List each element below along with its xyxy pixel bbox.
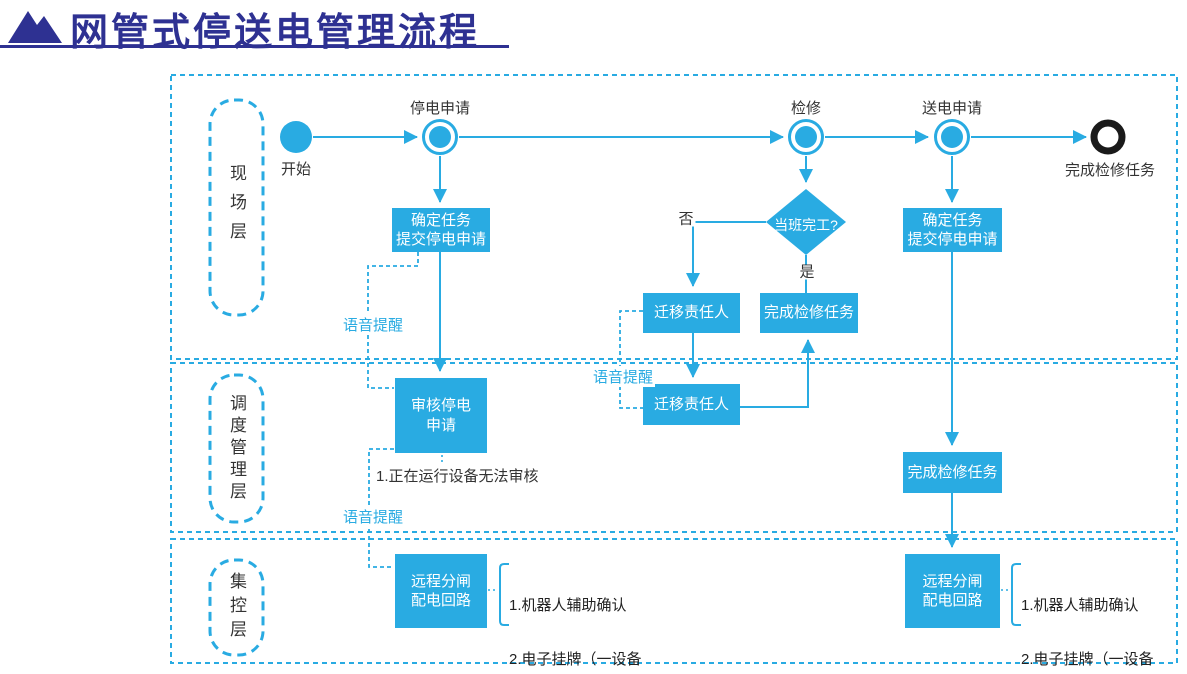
lane-label-dispatch: 调度管理层 <box>227 393 246 504</box>
stop-request-label: 停电申请 <box>409 100 471 117</box>
event-node-stop-request <box>422 119 458 155</box>
lane-label-field: 现场层 <box>227 164 246 251</box>
bracket-right <box>1011 563 1021 626</box>
step-transfer-owner-dispatch: 迁移责任人 <box>643 384 740 425</box>
checklist-right-item-1: 1.机器人辅助确认 <box>1021 597 1139 614</box>
lane-field-label-frame <box>208 98 265 317</box>
lane-label-central: 集控层 <box>227 571 246 644</box>
lane-central-border <box>170 538 1178 664</box>
event-node-send-request <box>934 119 970 155</box>
lane-label-frames <box>208 98 265 657</box>
branch-no-label: 否 <box>676 210 696 228</box>
step-remote-open-left: 远程分闸 配电回路 <box>395 554 487 628</box>
send-request-label: 送电申请 <box>921 100 983 117</box>
overhaul-label: 检修 <box>790 100 822 117</box>
start-label: 开始 <box>280 161 312 178</box>
voice-reminder-label-1: 语音提醒 <box>341 314 406 335</box>
lane-dispatch-border <box>170 362 1178 533</box>
lane-dispatch-label-frame <box>208 373 265 524</box>
lane-central-label-frame <box>208 558 265 657</box>
step-transfer-owner-field: 迁移责任人 <box>643 293 740 333</box>
step-review-stop-request: 审核停电 申请 <box>395 378 487 453</box>
step-complete-overhaul-dispatch: 完成检修任务 <box>903 452 1002 493</box>
swimlane-borders <box>170 74 1178 664</box>
decision-label: 当班完工? <box>774 217 838 233</box>
event-node-overhaul <box>788 119 824 155</box>
checklist-right-item-2: 2.电子挂牌（一设备 <box>1021 651 1154 668</box>
step-confirm-task-left: 确定任务 提交停电申请 <box>392 208 490 252</box>
end-label: 完成检修任务 <box>1064 162 1156 179</box>
bracket-left <box>499 563 509 626</box>
step-confirm-task-right: 确定任务 提交停电申请 <box>903 208 1002 252</box>
voice-reminder-label-2: 语音提醒 <box>341 506 406 527</box>
checklist-brackets <box>499 563 1021 626</box>
review-note: 1.正在运行设备无法审核 <box>376 468 539 485</box>
checklist-left-item-2: 2.电子挂牌（一设备 <box>509 651 642 668</box>
branch-yes-label: 是 <box>797 263 817 281</box>
mountain-logo-icon <box>8 11 62 43</box>
lane-field-border <box>170 74 1178 360</box>
title-underline <box>0 45 509 48</box>
start-node <box>280 121 312 153</box>
checklist-left-item-1: 1.机器人辅助确认 <box>509 597 627 614</box>
voice-reminder-label-3: 语音提醒 <box>591 366 656 387</box>
end-node <box>1090 119 1126 155</box>
step-remote-open-right: 远程分闸 配电回路 <box>905 554 1000 628</box>
step-complete-overhaul-field: 完成检修任务 <box>760 293 858 333</box>
checklist-right: 1.机器人辅助确认 2.电子挂牌（一设备 一任务一挂牌） 3.系统确认停电完成 <box>1021 561 1154 674</box>
decision-diamond <box>766 189 846 255</box>
checklist-left: 1.机器人辅助确认 2.电子挂牌（一设备 一任务一挂牌） 3.系统确认停电完成 <box>509 561 642 674</box>
dotted-ties <box>441 455 1011 591</box>
